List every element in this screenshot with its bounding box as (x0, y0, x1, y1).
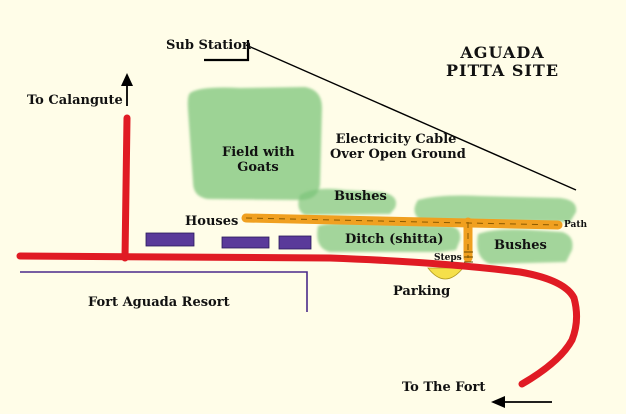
map-title-line1: AGUADA (460, 43, 545, 62)
bushes-upper-label: Bushes (334, 189, 387, 204)
parking-label: Parking (393, 284, 451, 299)
to-calangute-label: To Calangute (27, 93, 123, 108)
resort-boundary (20, 271, 308, 312)
ditch-label: Ditch (shitta) (345, 232, 444, 247)
main-road (16, 252, 581, 388)
path-label: Path (564, 220, 588, 230)
houses-label: Houses (185, 214, 239, 229)
sub-station-symbol (204, 40, 250, 62)
arrow-to-calangute (121, 73, 133, 106)
electricity-cable-line1: Electricity Cable (335, 132, 457, 147)
map-title-line2: PITTA SITE (446, 61, 560, 81)
bushes-lower-area (477, 229, 573, 264)
fort-aguada-resort-label: Fort Aguada Resort (88, 295, 230, 310)
steps-label: Steps (434, 253, 462, 263)
field-label: Field with Goats (222, 145, 295, 176)
house-2 (221, 236, 270, 249)
bushes-lower-label: Bushes (494, 238, 547, 253)
house-3 (278, 235, 312, 250)
bushes-upper-area (298, 188, 397, 215)
electricity-cable-line2: Over Open Ground (330, 146, 466, 162)
to-the-fort-label: To The Fort (402, 380, 486, 395)
map-title: AGUADA PITTA SITE (446, 43, 560, 81)
field-area (187, 87, 322, 200)
house-1 (145, 232, 195, 247)
arrow-to-the-fort (491, 396, 552, 408)
field-label-line1: Field with (222, 145, 295, 160)
parking-area (427, 267, 464, 280)
electricity-cable-line (245, 44, 577, 191)
electricity-cable-label: Electricity Cable Over Open Ground (330, 132, 466, 163)
path-track (241, 213, 563, 263)
sub-station-label: Sub Station (166, 38, 252, 53)
ditch-area (317, 222, 461, 252)
field-label-line2: Goats (237, 159, 279, 175)
bushes-right-area (414, 195, 577, 222)
road-to-calangute (121, 114, 131, 262)
